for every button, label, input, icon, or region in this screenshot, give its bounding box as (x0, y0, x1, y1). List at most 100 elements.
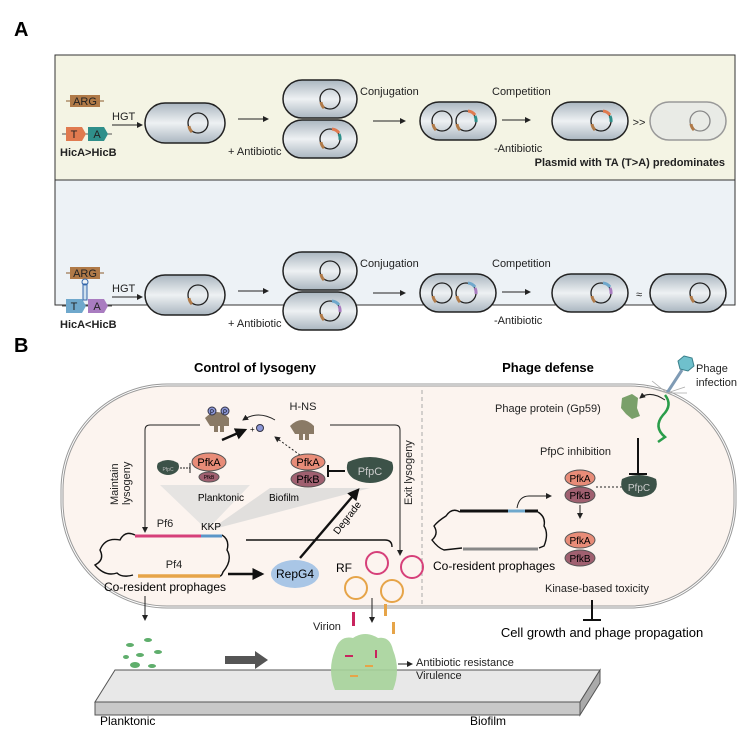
pfpc-inhibition-label: PfpC inhibition (540, 446, 611, 458)
pfpc-icon (346, 457, 394, 483)
antibiotic-plus-label: + Antibiotic (228, 318, 282, 330)
maintain-label-2: lysogeny (121, 461, 133, 505)
plasmid (431, 110, 453, 132)
plasmid (689, 110, 711, 132)
bacterial-cell (551, 273, 629, 313)
svg-text:PfpC: PfpC (358, 466, 383, 478)
comparison-symbol: >> (633, 117, 646, 129)
transition-arrow (225, 651, 268, 669)
phage-icon (646, 355, 695, 394)
pf4-label: Pf4 (166, 559, 183, 571)
phage-infection-label-2: infection (696, 377, 737, 389)
hns-phosphorylated-icon: P P (205, 406, 230, 432)
pfkb-active (564, 549, 596, 567)
bacterial-cell (144, 102, 226, 144)
bacterial-cell (144, 274, 226, 316)
hgt-label: HGT (112, 111, 136, 123)
virion-label: Virion (313, 621, 341, 633)
toxin-label: T (71, 301, 78, 313)
hns-label: H-NS (290, 401, 317, 413)
exit-arrow (330, 424, 403, 556)
svg-text:PfkA: PfkA (197, 457, 221, 469)
arg-gene (70, 267, 100, 279)
antibiotic-minus-label: -Antibiotic (494, 143, 543, 155)
plasmid (689, 282, 711, 304)
phage-infection-label-1: Phage (696, 363, 728, 375)
pfka-biofilm (290, 453, 326, 471)
ratio-label: HicA>HicB (60, 147, 117, 159)
svg-text:PfkB: PfkB (296, 474, 319, 486)
plasmid (319, 260, 341, 282)
maintain-label-1: Maintain (109, 463, 121, 505)
planktonic-label: Planktonic (198, 493, 244, 504)
planktonic-surface-label: Planktonic (100, 714, 155, 728)
antitoxin-gene (88, 299, 108, 313)
svg-text:PfkB: PfkB (569, 554, 590, 565)
antibiotic-plus-label: + Antibiotic (228, 146, 282, 158)
row-hica-greater: ARG T A HicA>HicB HGT + Antibiotic Conjugation… (60, 79, 727, 169)
pfkb-defense (564, 486, 596, 504)
terminator-icon (82, 283, 88, 301)
pfkb-biofilm (290, 470, 326, 488)
panel-b-label: B (14, 335, 28, 357)
conclusion-label: Plasmid with TA (T>A) predominates (535, 157, 725, 169)
gp59-icon (621, 394, 640, 419)
competition-label: Competition (492, 258, 551, 270)
rf-label: RF (336, 561, 352, 575)
toxin-gene (66, 127, 86, 141)
phosphate-icon (256, 424, 264, 432)
pfka-defense (564, 469, 596, 487)
planktonic-cells-icon (123, 638, 162, 668)
arg-label: ARG (73, 96, 97, 108)
svg-text:PfkB: PfkB (204, 475, 215, 481)
hns-icon (290, 420, 314, 440)
biofilm-surface-label: Biofilm (470, 714, 506, 728)
svg-text:P: P (210, 410, 214, 416)
svg-text:P: P (223, 410, 227, 416)
svg-text:+: + (250, 425, 255, 434)
pf6-label: Pf6 (157, 518, 174, 530)
phage-defense-title: Phage defense (502, 360, 594, 375)
svg-text:PfkA: PfkA (569, 536, 590, 547)
toxicity-label: Kinase-based toxicity (545, 583, 649, 595)
biofilm-label: Biofilm (269, 493, 299, 504)
conjugation-label: Conjugation (360, 86, 419, 98)
repg4 (271, 560, 319, 588)
plasmid (431, 282, 453, 304)
antibiotic-minus-label: -Antibiotic (494, 315, 543, 327)
antitoxin-label: A (93, 129, 101, 141)
comparison-symbol: ≈ (636, 289, 642, 301)
svg-text:PfpC: PfpC (162, 467, 174, 473)
antitoxin-label: A (93, 301, 101, 313)
prophages-defense-label: Co-resident prophages (433, 559, 555, 573)
pfpc-defense-icon (621, 475, 657, 497)
bacterial-cell (551, 101, 629, 141)
plasmid (187, 284, 209, 306)
pfka-planktonic (191, 452, 227, 472)
svg-text:PfpC: PfpC (628, 483, 650, 494)
biofilm-icon (331, 634, 397, 690)
plasmid (319, 88, 341, 110)
svg-text:PfkB: PfkB (569, 491, 590, 502)
competition-label: Competition (492, 86, 551, 98)
phage-dna (657, 394, 670, 444)
toxin-label: T (71, 129, 78, 141)
conjugation-label: Conjugation (360, 258, 419, 270)
arg-gene (70, 95, 100, 107)
antitoxin-gene (88, 127, 108, 141)
outcome-label: Cell growth and phage propagation (501, 625, 703, 640)
kkp-label: KKP (201, 522, 221, 533)
plasmid (187, 112, 209, 134)
bacterial-cell (649, 273, 727, 313)
maintain-arrow (142, 424, 200, 533)
replicative-forms (344, 551, 424, 603)
pfka-active (564, 531, 596, 549)
svg-text:PfkA: PfkA (569, 474, 590, 485)
lysogeny-title: Control of lysogeny (194, 360, 317, 375)
toxin-gene (66, 299, 86, 313)
phage-protein-label: Phage protein (Gp59) (495, 403, 601, 415)
virions (352, 604, 395, 634)
